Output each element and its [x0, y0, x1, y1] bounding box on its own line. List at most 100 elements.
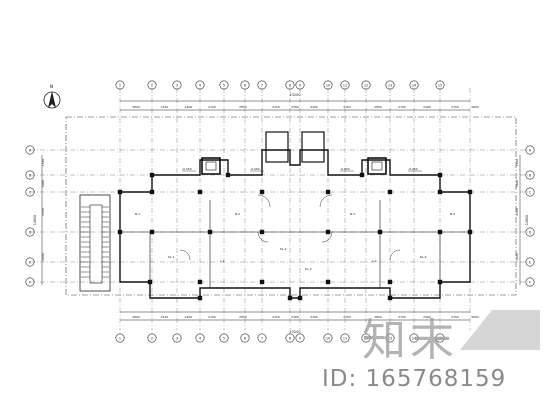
axis-bubble [340, 333, 350, 343]
axis-label: 4 [199, 83, 201, 87]
axis-bubble [409, 333, 419, 343]
axis-label: 5 [223, 83, 225, 87]
axis-bubble [525, 257, 535, 267]
dim-text-right: 4200 [515, 208, 519, 216]
total-dimension-top: 43200 [289, 93, 300, 97]
column [325, 229, 331, 235]
axis-bubble [285, 333, 295, 343]
axis-label: 8 [289, 83, 291, 87]
stair-block [79, 194, 111, 292]
column [197, 295, 203, 301]
dim-text-top: 2700 [398, 105, 406, 109]
axis-label: 14 [412, 83, 416, 87]
dim-text-bottom: 3300 [291, 315, 299, 319]
column [259, 229, 265, 235]
dim-text-top: 3150 [161, 105, 169, 109]
column [117, 229, 123, 235]
column [225, 172, 231, 178]
axis-label: 9 [299, 336, 301, 340]
dim-text-top: 3300 [310, 105, 318, 109]
axis-bubble [115, 333, 125, 343]
axis-bubble [219, 333, 229, 343]
column [207, 229, 213, 235]
axis-bubble [172, 333, 182, 343]
north-arrow-icon: N [43, 84, 61, 109]
structural-grid [30, 88, 530, 330]
room-tag: B-3 [350, 212, 355, 216]
axis-label: F [29, 280, 31, 284]
axis-label: 15 [438, 83, 442, 87]
dim-text-bottom: 2700 [398, 315, 406, 319]
light-well [265, 131, 325, 163]
dim-text-left: 3900 [41, 180, 45, 188]
level-tag: -0.050 [408, 167, 418, 171]
axis-label: 3 [176, 336, 178, 340]
dim-text-top: 2400 [185, 105, 193, 109]
total-dimension-bottom: 43200 [289, 330, 300, 334]
column [437, 229, 443, 235]
column [287, 295, 293, 301]
dim-text-bottom: 2850 [239, 315, 247, 319]
axis-label: 1 [119, 83, 121, 87]
dim-text-bottom: 2400 [423, 315, 431, 319]
column [197, 279, 203, 285]
axis-label: 10 [326, 336, 330, 340]
axis-label: 2 [151, 336, 153, 340]
axis-bubble [385, 333, 395, 343]
room-tag: KL-2 [280, 247, 287, 251]
room-tag: L-1 [220, 259, 225, 263]
dim-text-bottom: 2400 [185, 315, 193, 319]
level-tag: -0.050 [250, 167, 260, 171]
dim-text-bottom: 3300 [310, 315, 318, 319]
dim-text-top: 2850 [374, 105, 382, 109]
axis-label: C [29, 190, 32, 194]
dim-text-top: 3600 [132, 105, 140, 109]
top-dimension-lines [41, 100, 521, 321]
axis-bubble [525, 187, 535, 197]
column [387, 295, 393, 301]
level-tag: -0.050 [340, 167, 350, 171]
watermark-shape [460, 310, 540, 350]
axis-label: 12 [364, 83, 368, 87]
room-tag: L-2 [372, 259, 377, 263]
axis-label: C [529, 190, 532, 194]
axis-label: 13 [388, 83, 392, 87]
axis-bubble [257, 333, 267, 343]
column [149, 172, 155, 178]
top-dimension-texts: 3600 3600 3150 3150 2400 2400 2700 2700 2850 2850… [33, 105, 529, 319]
dim-total-left: 12600 [33, 215, 37, 225]
dim-text-bottom: 3150 [343, 315, 351, 319]
axis-bubble [435, 333, 445, 343]
dim-text-bottom: 2850 [374, 315, 382, 319]
axis-label: 15 [438, 336, 442, 340]
axis-label: A [29, 148, 32, 152]
column [117, 189, 123, 195]
axis-label: 8 [289, 336, 291, 340]
axis-label: 5 [223, 336, 225, 340]
room-tag: B-2 [235, 212, 240, 216]
dim-text-top: 3300 [291, 105, 299, 109]
elevator-core-right [367, 157, 387, 175]
dim-text-top: 3600 [471, 105, 479, 109]
elevator-core-left [201, 157, 221, 175]
dim-text-right: 3900 [515, 180, 519, 188]
column [325, 189, 331, 195]
level-tag: -0.050 [182, 167, 192, 171]
axis-label: B [529, 173, 532, 177]
column [387, 279, 393, 285]
dim-text-left: 3000 [41, 253, 45, 261]
room-tag: KL-4 [420, 255, 427, 259]
room-tag: B-4 [450, 212, 455, 216]
axis-label: 10 [326, 83, 330, 87]
axis-label: 1 [119, 336, 121, 340]
site-boundary [65, 116, 517, 296]
room-tag: B-1 [135, 212, 140, 216]
axis-bubble [361, 333, 371, 343]
dim-text-bottom: 3150 [451, 315, 459, 319]
column [325, 279, 331, 285]
dim-text-top: 3150 [272, 105, 280, 109]
watermark-id: ID: 165768159 [322, 366, 507, 392]
column [387, 189, 393, 195]
dim-text-top: 3150 [343, 105, 351, 109]
